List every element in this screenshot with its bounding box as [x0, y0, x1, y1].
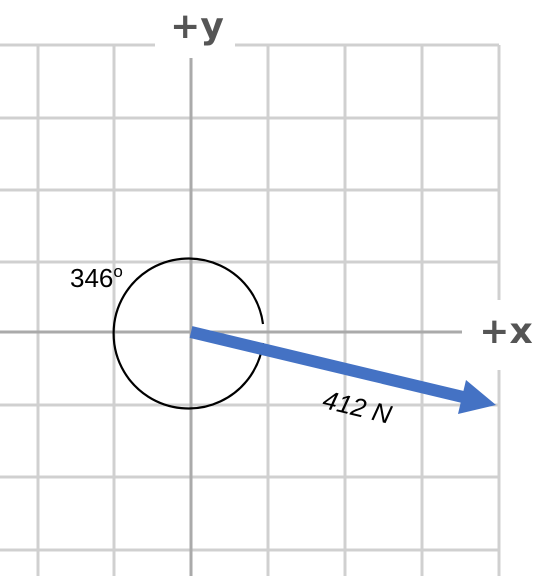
grid [0, 43, 501, 576]
force-vector [189, 326, 496, 414]
angle-label: 346o [70, 262, 123, 293]
angle-arc [112, 257, 265, 410]
y-axis-label: +y [170, 6, 224, 47]
vector-shaft [189, 326, 465, 403]
magnitude-label: 412 N [320, 384, 395, 429]
axes [0, 58, 462, 576]
degree-symbol: o [113, 262, 122, 281]
vector-arrowhead-icon [458, 380, 496, 414]
x-axis-label: +x [479, 311, 532, 352]
angle-value: 346 [70, 263, 113, 293]
